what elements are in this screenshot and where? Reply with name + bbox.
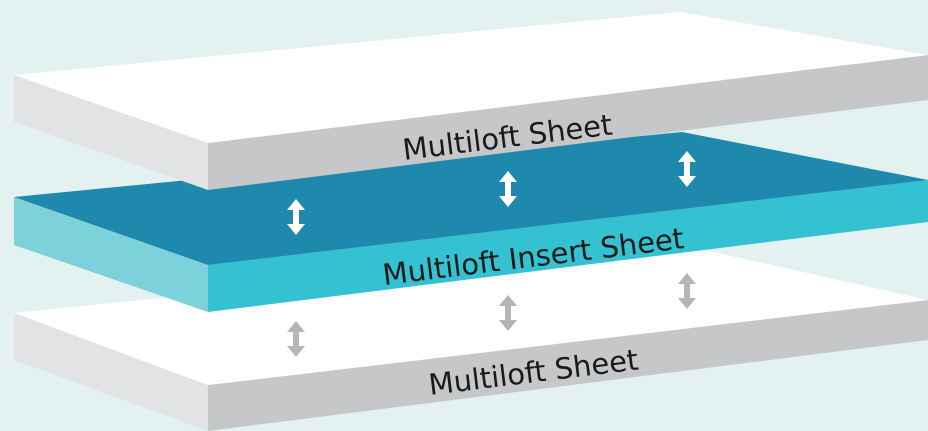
bottom-sheet-side-face [14,313,208,431]
double-headed-vertical-arrow-icon [678,273,696,309]
top-sheet: Multiloft Sheet [14,12,928,190]
top-sheet-front-face [208,55,928,190]
bottom-sheet: Multiloft Sheet [14,245,928,431]
insert-sheet-arrows [287,151,696,235]
top-sheet-top-face [14,12,928,143]
top-sheet-side-face [14,75,208,190]
insert-sheet-front-face [208,180,928,312]
double-headed-vertical-arrow-icon [678,151,696,187]
bottom-sheet-front-face [208,300,928,431]
double-headed-vertical-arrow-icon [499,295,517,331]
bottom-sheet-arrows [287,273,696,357]
double-headed-vertical-arrow-icon [287,321,305,357]
insert-sheet-top-face [14,132,928,265]
bottom-sheet-top-face [14,245,928,385]
insert-sheet: Multiloft Insert Sheet [14,132,928,312]
double-headed-vertical-arrow-icon [499,171,517,207]
double-headed-vertical-arrow-icon [287,199,305,235]
insert-sheet-side-face [14,197,208,312]
